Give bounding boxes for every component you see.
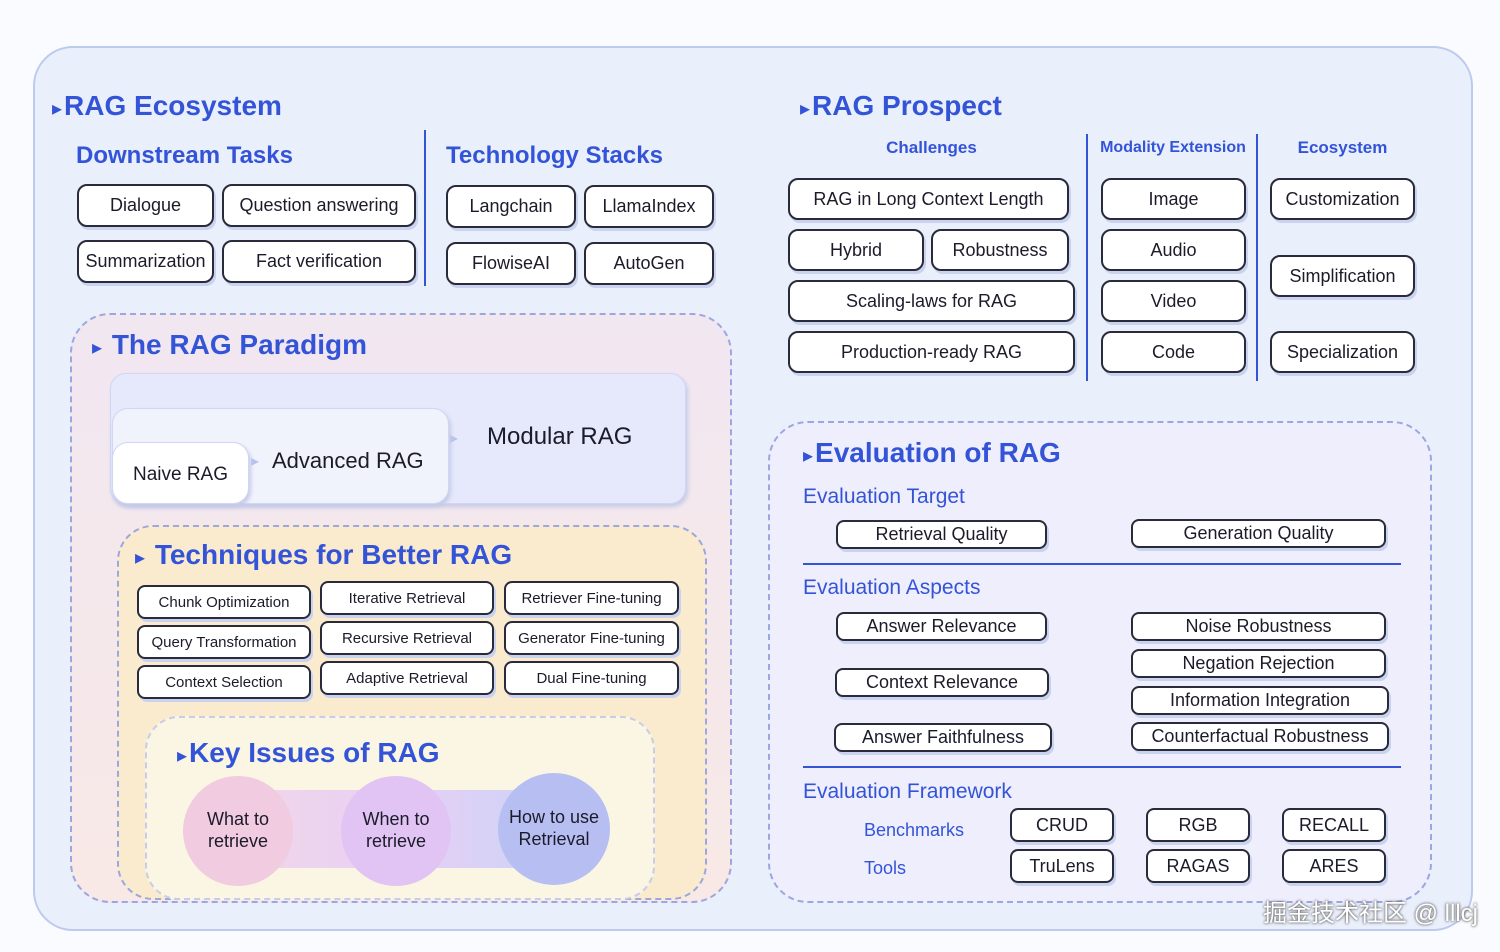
technique-query-transformation: Query Transformation — [137, 625, 311, 659]
aspect-negation-rejection: Negation Rejection — [1131, 649, 1386, 678]
prospect-divider-2 — [1256, 134, 1258, 381]
eco-specialization: Specialization — [1270, 331, 1415, 373]
keyissue-how: How to use Retrieval — [498, 773, 610, 885]
techniques-title-text: Techniques for Better RAG — [154, 539, 513, 570]
benchmark-rgb: RGB — [1146, 808, 1250, 842]
modality-image: Image — [1101, 178, 1246, 220]
advanced-rag-label: Advanced RAG — [272, 448, 424, 473]
modality-audio: Audio — [1101, 229, 1246, 271]
prospect-title: ▸RAG Prospect — [800, 90, 1002, 122]
challenge-scaling-laws: Scaling-laws for RAG — [788, 280, 1075, 322]
evaluation-divider-2 — [803, 766, 1401, 768]
keyissues-title-text: Key Issues of RAG — [189, 737, 440, 768]
double-arrow-icon: ▸ — [803, 445, 814, 467]
stack-llamaindex: LlamaIndex — [584, 185, 714, 228]
ecosystem-title: ▸RAG Ecosystem — [52, 90, 282, 122]
keyissue-when: When to retrieve — [341, 776, 451, 886]
prospect-ecosystem-title: Ecosystem — [1297, 138, 1388, 157]
aspect-information-integration: Information Integration — [1131, 686, 1389, 715]
technique-iterative-retrieval: Iterative Retrieval — [320, 581, 494, 615]
modality-video: Video — [1101, 280, 1246, 322]
task-question-answering: Question answering — [222, 184, 416, 227]
keyissue-what: What to retrieve — [183, 776, 293, 886]
double-arrow-icon: ▸ — [52, 98, 63, 120]
modular-rag-label: Modular RAG — [487, 423, 633, 450]
technology-stacks-title: Technology Stacks — [446, 142, 663, 169]
watermark: 掘金技术社区 @ lllcj — [1262, 900, 1478, 927]
tool-ares: ARES — [1282, 849, 1386, 883]
prospect-divider-1 — [1086, 134, 1088, 381]
double-arrow-icon: ▸ — [800, 98, 811, 120]
evaluation-aspects-title: Evaluation Aspects — [803, 576, 981, 599]
paradigm-title: ▸ The RAG Paradigm — [92, 329, 367, 361]
ecosystem-title-text: RAG Ecosystem — [64, 90, 282, 121]
aspect-context-relevance: Context Relevance — [835, 668, 1049, 697]
technique-recursive-retrieval: Recursive Retrieval — [320, 621, 494, 655]
target-retrieval-quality: Retrieval Quality — [836, 520, 1047, 549]
challenge-production-ready: Production-ready RAG — [788, 331, 1075, 373]
tool-ragas: RAGAS — [1146, 849, 1250, 883]
paradigm-arrow-icon: ▸ — [450, 430, 459, 447]
double-arrow-icon: ▸ — [177, 745, 188, 767]
prospect-title-text: RAG Prospect — [812, 90, 1002, 121]
evaluation-framework-title: Evaluation Framework — [803, 780, 1012, 803]
evaluation-divider-1 — [803, 563, 1401, 565]
double-arrow-icon: ▸ — [92, 337, 103, 359]
eco-simplification: Simplification — [1270, 255, 1415, 297]
target-generation-quality: Generation Quality — [1131, 519, 1386, 548]
challenge-hybrid: Hybrid — [788, 229, 924, 271]
naive-rag-label: Naive RAG — [132, 464, 229, 485]
challenge-long-context: RAG in Long Context Length — [788, 178, 1069, 220]
technique-adaptive-retrieval: Adaptive Retrieval — [320, 661, 494, 695]
aspect-counterfactual-robustness: Counterfactual Robustness — [1131, 722, 1389, 751]
tools-label: Tools — [864, 858, 907, 878]
paradigm-arrow-icon: ▸ — [251, 453, 260, 470]
naive-rag-box — [112, 442, 249, 504]
task-dialogue: Dialogue — [77, 184, 214, 227]
challenge-robustness: Robustness — [931, 229, 1069, 271]
downstream-tasks-title: Downstream Tasks — [76, 142, 293, 169]
keyissues-title: ▸Key Issues of RAG — [177, 737, 440, 769]
techniques-title: ▸ Techniques for Better RAG — [135, 539, 512, 571]
evaluation-title-text: Evaluation of RAG — [815, 437, 1061, 468]
benchmark-crud: CRUD — [1010, 808, 1114, 842]
stack-flowiseai: FlowiseAI — [446, 242, 576, 285]
task-summarization: Summarization — [77, 240, 214, 283]
technique-chunk-optimization: Chunk Optimization — [137, 585, 311, 619]
stack-langchain: Langchain — [446, 185, 576, 228]
benchmark-recall: RECALL — [1282, 808, 1386, 842]
tool-trulens: TruLens — [1010, 849, 1114, 883]
eco-customization: Customization — [1270, 178, 1415, 220]
ecosystem-divider — [424, 130, 426, 286]
stack-autogen: AutoGen — [584, 242, 714, 285]
technique-context-selection: Context Selection — [137, 665, 311, 699]
evaluation-target-title: Evaluation Target — [803, 485, 965, 508]
task-fact-verification: Fact verification — [222, 240, 416, 283]
evaluation-title: ▸Evaluation of RAG — [803, 437, 1061, 469]
paradigm-title-text: The RAG Paradigm — [111, 329, 367, 360]
aspect-noise-robustness: Noise Robustness — [1131, 612, 1386, 641]
modality-code: Code — [1101, 331, 1246, 373]
aspect-answer-relevance: Answer Relevance — [836, 612, 1047, 641]
challenges-title: Challenges — [886, 138, 977, 157]
technique-retriever-fine-tuning: Retriever Fine-tuning — [504, 581, 679, 615]
technique-generator-fine-tuning: Generator Fine-tuning — [504, 621, 679, 655]
benchmarks-label: Benchmarks — [864, 820, 965, 840]
modality-title: Modality Extension — [1100, 139, 1246, 156]
aspect-answer-faithfulness: Answer Faithfulness — [834, 723, 1052, 752]
technique-dual-fine-tuning: Dual Fine-tuning — [504, 661, 679, 695]
double-arrow-icon: ▸ — [135, 547, 146, 569]
